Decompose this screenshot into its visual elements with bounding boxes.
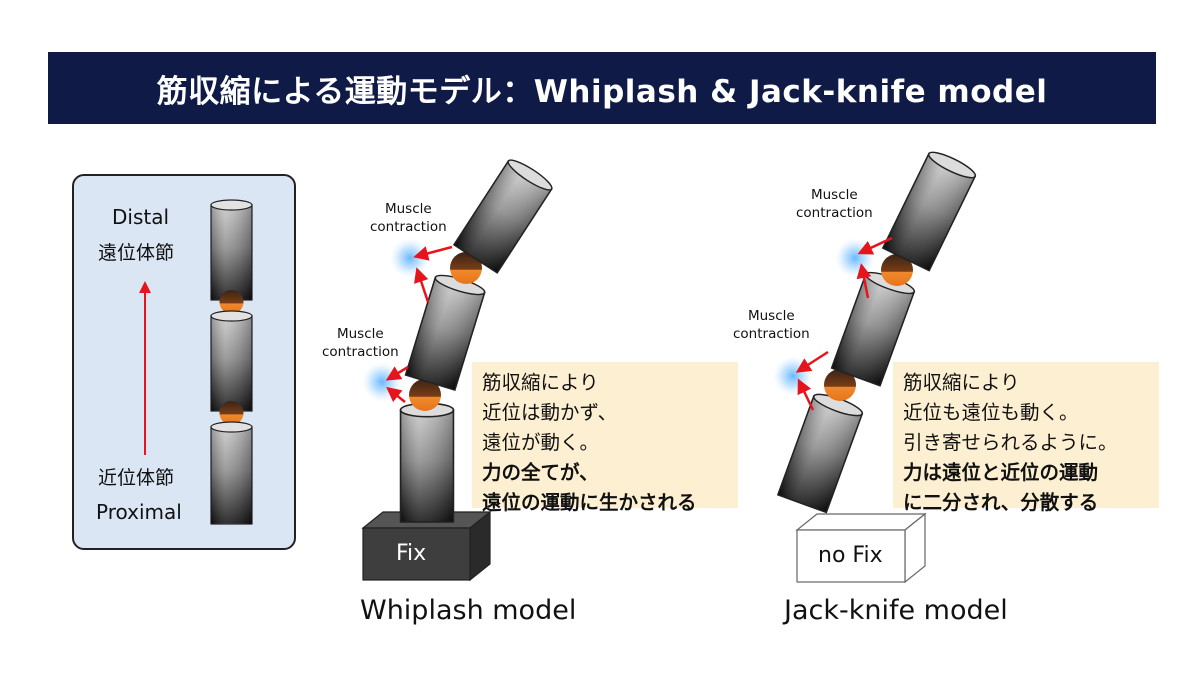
legend-joint-upper (219, 290, 244, 314)
whiplash-explanation-note: 筋収縮により 近位は動かず、 遠位が動く。 力の全てが、 遠位の運動に生かされる (472, 362, 738, 514)
whiplash-segment-distal (453, 155, 556, 274)
muscle-label-line: contraction (370, 219, 447, 235)
proximal-label-jp: 近位体節 (98, 467, 175, 489)
legend-segment-middle (210, 310, 253, 412)
whiplash-muscle-label-upper: Muscle contraction (370, 200, 447, 236)
jackknife-nofix-base (795, 512, 927, 584)
note-line: 筋収縮により (482, 371, 599, 394)
jackknife-explanation-note: 筋収縮により 近位も遠位も動く。 引き寄せられるように。 力は遠位と近位の運動 … (893, 362, 1159, 514)
segment-legend-panel (72, 174, 296, 550)
legend-joint-lower (219, 401, 244, 425)
jackknife-joint-upper (881, 254, 913, 286)
jackknife-base-label: no Fix (818, 543, 883, 568)
whiplash-force-arrows-lower (385, 365, 409, 403)
legend-segment-proximal (210, 421, 253, 525)
muscle-label-line: Muscle (336, 326, 384, 342)
muscle-label-line: contraction (322, 344, 399, 360)
jackknife-glow-lower (773, 356, 813, 396)
note-line: 力は遠位と近位の運動 (903, 461, 1099, 484)
whiplash-glow-upper (390, 238, 430, 278)
jackknife-joint-lower (824, 369, 856, 401)
note-line: 引き寄せられるように。 (903, 431, 1118, 454)
whiplash-joint-upper (450, 252, 482, 284)
note-line: 近位も遠位も動く。 (903, 401, 1079, 424)
proximal-label-en: Proximal (96, 500, 182, 524)
note-line: 遠位が動く。 (482, 431, 600, 454)
distal-label-en: Distal (112, 205, 170, 229)
note-line: に二分され、分散する (903, 491, 1099, 514)
legend-segment-distal (210, 199, 253, 301)
muscle-label-line: contraction (796, 205, 873, 221)
whiplash-force-arrows-upper (413, 245, 453, 303)
jackknife-muscle-label-upper: Muscle contraction (796, 186, 873, 222)
jackknife-force-arrows-lower (795, 350, 829, 411)
page-title: 筋収縮による運動モデル：Whiplash & Jack-knife model (48, 52, 1156, 124)
whiplash-muscle-label-lower: Muscle contraction (322, 325, 399, 361)
jackknife-segment-distal (882, 147, 979, 272)
muscle-label-line: contraction (733, 326, 810, 342)
whiplash-base-label: Fix (396, 541, 427, 566)
jackknife-muscle-label-lower: Muscle contraction (733, 307, 810, 343)
note-line: 筋収縮により (903, 371, 1020, 394)
whiplash-segment-proximal (399, 402, 455, 523)
whiplash-model-title: Whiplash model (360, 595, 577, 626)
jackknife-segment-proximal (777, 389, 866, 514)
distal-label-jp: 遠位体節 (98, 242, 175, 264)
whiplash-joint-lower (409, 379, 441, 411)
jackknife-model-title: Jack-knife model (784, 595, 1008, 626)
note-line: 近位は動かず、 (482, 401, 618, 424)
jackknife-glow-upper (835, 238, 875, 278)
note-line: 力の全てが、 (482, 461, 599, 484)
muscle-label-line: Muscle (810, 187, 858, 203)
muscle-label-line: Muscle (384, 201, 432, 217)
muscle-label-line: Muscle (747, 308, 795, 324)
note-line: 遠位の運動に生かされる (482, 491, 697, 514)
jackknife-force-arrows-upper (856, 236, 893, 299)
